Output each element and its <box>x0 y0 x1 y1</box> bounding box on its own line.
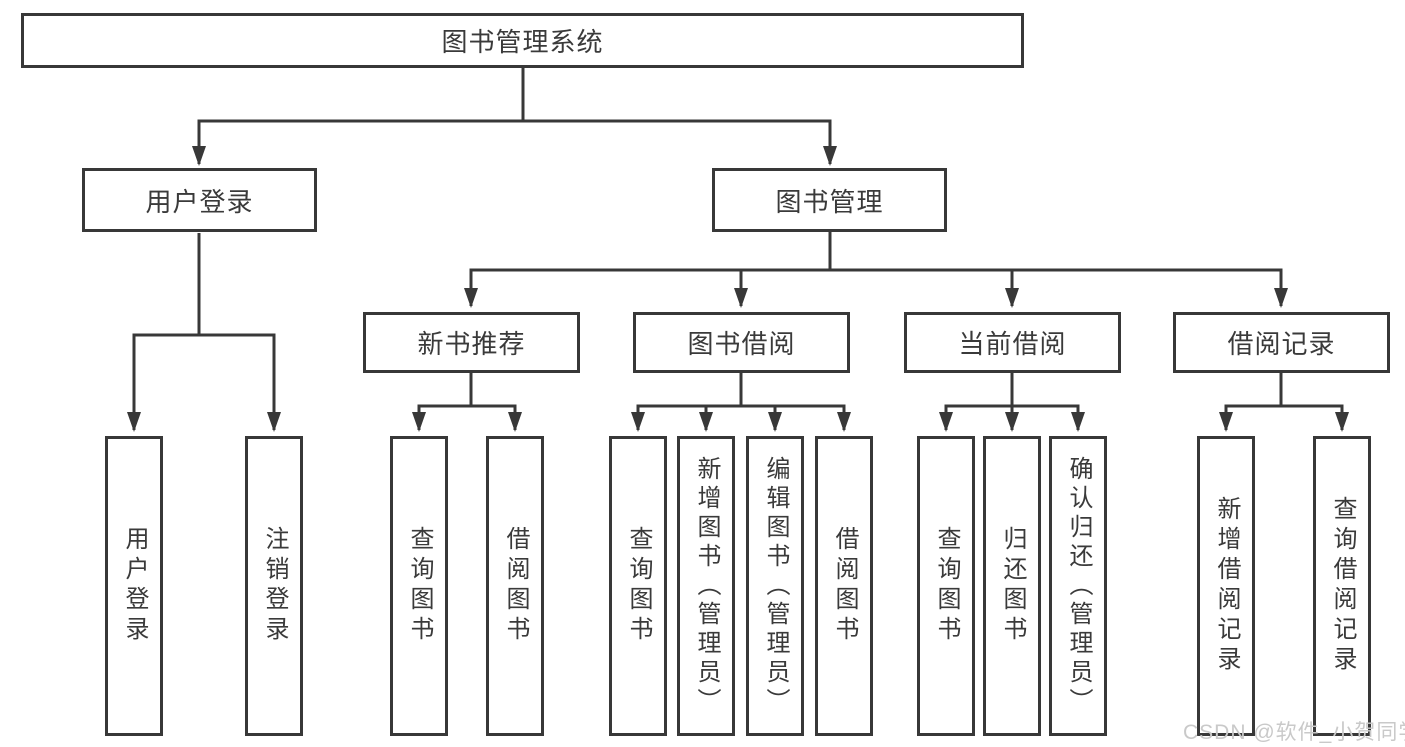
connector-bars <box>132 68 1344 408</box>
connector-arrows <box>127 121 1349 432</box>
node-book-borrowing: 图书借阅 <box>633 312 850 373</box>
leaf-return-books: 归还图书 <box>983 436 1041 736</box>
node-user-login-branch-label: 用户登录 <box>145 186 254 217</box>
leaf-edit-books-admin-label: 编辑图书（管理员） <box>762 455 789 717</box>
leaf-recommend-query-books: 查询图书 <box>390 436 448 736</box>
node-new-book-recommendation-label: 新书推荐 <box>417 329 526 359</box>
leaf-add-borrow-record: 新增借阅记录 <box>1197 436 1255 736</box>
node-root-system-label: 图书管理系统 <box>441 27 604 57</box>
leaf-edit-books-admin: 编辑图书（管理员） <box>746 436 804 736</box>
leaf-logout-label: 注销登录 <box>261 526 288 646</box>
leaf-logout: 注销登录 <box>245 436 303 736</box>
leaf-user-login: 用户登录 <box>105 436 163 736</box>
leaf-borrow-books: 借阅图书 <box>815 436 873 736</box>
node-book-management-branch-label: 图书管理 <box>775 186 884 217</box>
node-borrowing-records: 借阅记录 <box>1173 312 1390 373</box>
node-new-book-recommendation: 新书推荐 <box>363 312 580 373</box>
node-borrowing-records-label: 借阅记录 <box>1227 329 1336 359</box>
leaf-borrow-books-label: 借阅图书 <box>831 526 858 646</box>
node-user-login-branch: 用户登录 <box>82 168 317 232</box>
leaf-recommend-borrow-books: 借阅图书 <box>486 436 544 736</box>
node-current-borrowing: 当前借阅 <box>904 312 1121 373</box>
leaf-query-borrow-record-label: 查询借阅记录 <box>1329 496 1356 676</box>
leaf-add-books-admin: 新增图书（管理员） <box>677 436 735 736</box>
node-book-management-branch: 图书管理 <box>712 168 947 232</box>
leaf-add-books-admin-label: 新增图书（管理员） <box>693 455 720 717</box>
leaf-add-borrow-record-label: 新增借阅记录 <box>1213 496 1240 676</box>
leaf-user-login-label: 用户登录 <box>121 526 148 646</box>
leaf-borrowing-query-books-label: 查询图书 <box>625 526 652 646</box>
leaf-current-query-books-label: 查询图书 <box>933 526 960 646</box>
leaf-confirm-return-admin: 确认归还（管理员） <box>1049 436 1107 736</box>
leaf-query-borrow-record: 查询借阅记录 <box>1313 436 1371 736</box>
leaf-recommend-query-books-label: 查询图书 <box>406 526 433 646</box>
leaf-current-query-books: 查询图书 <box>917 436 975 736</box>
node-book-borrowing-label: 图书借阅 <box>687 329 796 359</box>
node-root-system: 图书管理系统 <box>21 13 1024 68</box>
leaf-borrowing-query-books: 查询图书 <box>609 436 667 736</box>
node-current-borrowing-label: 当前借阅 <box>958 329 1067 359</box>
leaf-recommend-borrow-books-label: 借阅图书 <box>502 526 529 646</box>
leaf-return-books-label: 归还图书 <box>999 526 1026 646</box>
leaf-confirm-return-admin-label: 确认归还（管理员） <box>1065 455 1092 717</box>
csdn-watermark: CSDN @软件_小贺同学 <box>1183 721 1405 744</box>
